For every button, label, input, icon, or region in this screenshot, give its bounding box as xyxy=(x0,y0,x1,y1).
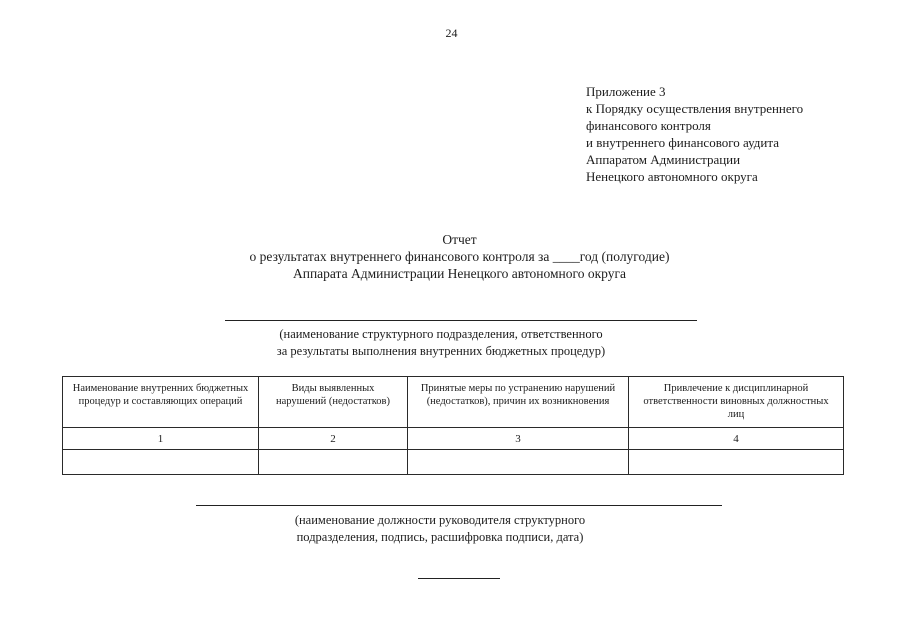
report-title-line: о результатах внутреннего финансового ко… xyxy=(249,249,670,264)
header-cell-discipline: Привлечение к дисциплинарной ответственн… xyxy=(628,376,844,428)
appendix-line: к Порядку осуществления внутреннего xyxy=(586,101,804,116)
empty-cell xyxy=(628,449,844,475)
empty-cell xyxy=(407,449,629,475)
report-title-line: Аппарата Администрации Ненецкого автоном… xyxy=(292,266,627,281)
signature-caption: (наименование должности руководителя стр… xyxy=(140,512,740,546)
header-cell-procedures: Наименование внутренних бюджетных процед… xyxy=(62,376,259,428)
empty-data-row xyxy=(62,449,844,475)
table-header-row: Наименование внутренних бюджетных процед… xyxy=(62,376,844,428)
department-caption-line: за результаты выполнения внутренних бюдж… xyxy=(276,344,606,358)
department-name-line xyxy=(225,320,697,321)
department-caption-line: (наименование структурного подразделения… xyxy=(279,327,603,341)
appendix-line: Ненецкого автономного округа xyxy=(586,169,758,184)
department-caption: (наименование структурного подразделения… xyxy=(141,326,741,360)
appendix-line: Аппаратом Администрации xyxy=(586,152,741,167)
head-signature-line xyxy=(196,505,722,506)
short-underline xyxy=(418,578,500,579)
column-number-cell: 2 xyxy=(258,427,408,450)
header-cell-measures: Принятые меры по устранению нарушений (н… xyxy=(407,376,629,428)
report-title-line: Отчет xyxy=(442,232,477,247)
column-number-row: 1 2 3 4 xyxy=(62,427,844,450)
column-number-cell: 3 xyxy=(407,427,629,450)
page-number: 24 xyxy=(445,26,458,40)
signature-caption-line: (наименование должности руководителя стр… xyxy=(294,513,586,527)
appendix-block: Приложение 3 к Порядку осуществления вну… xyxy=(586,83,886,185)
column-number-cell: 1 xyxy=(62,427,259,450)
report-title: Отчет о результатах внутреннего финансов… xyxy=(8,231,903,282)
appendix-line: Приложение 3 xyxy=(586,84,666,99)
header-cell-violations: Виды выявленных нарушений (недостатков) xyxy=(258,376,408,428)
appendix-line: финансового контроля xyxy=(586,118,711,133)
signature-caption-line: подразделения, подпись, расшифровка подп… xyxy=(296,530,584,544)
column-number-cell: 4 xyxy=(628,427,844,450)
empty-cell xyxy=(62,449,259,475)
appendix-line: и внутреннего финансового аудита xyxy=(586,135,779,150)
empty-cell xyxy=(258,449,408,475)
report-table: Наименование внутренних бюджетных процед… xyxy=(62,376,844,475)
